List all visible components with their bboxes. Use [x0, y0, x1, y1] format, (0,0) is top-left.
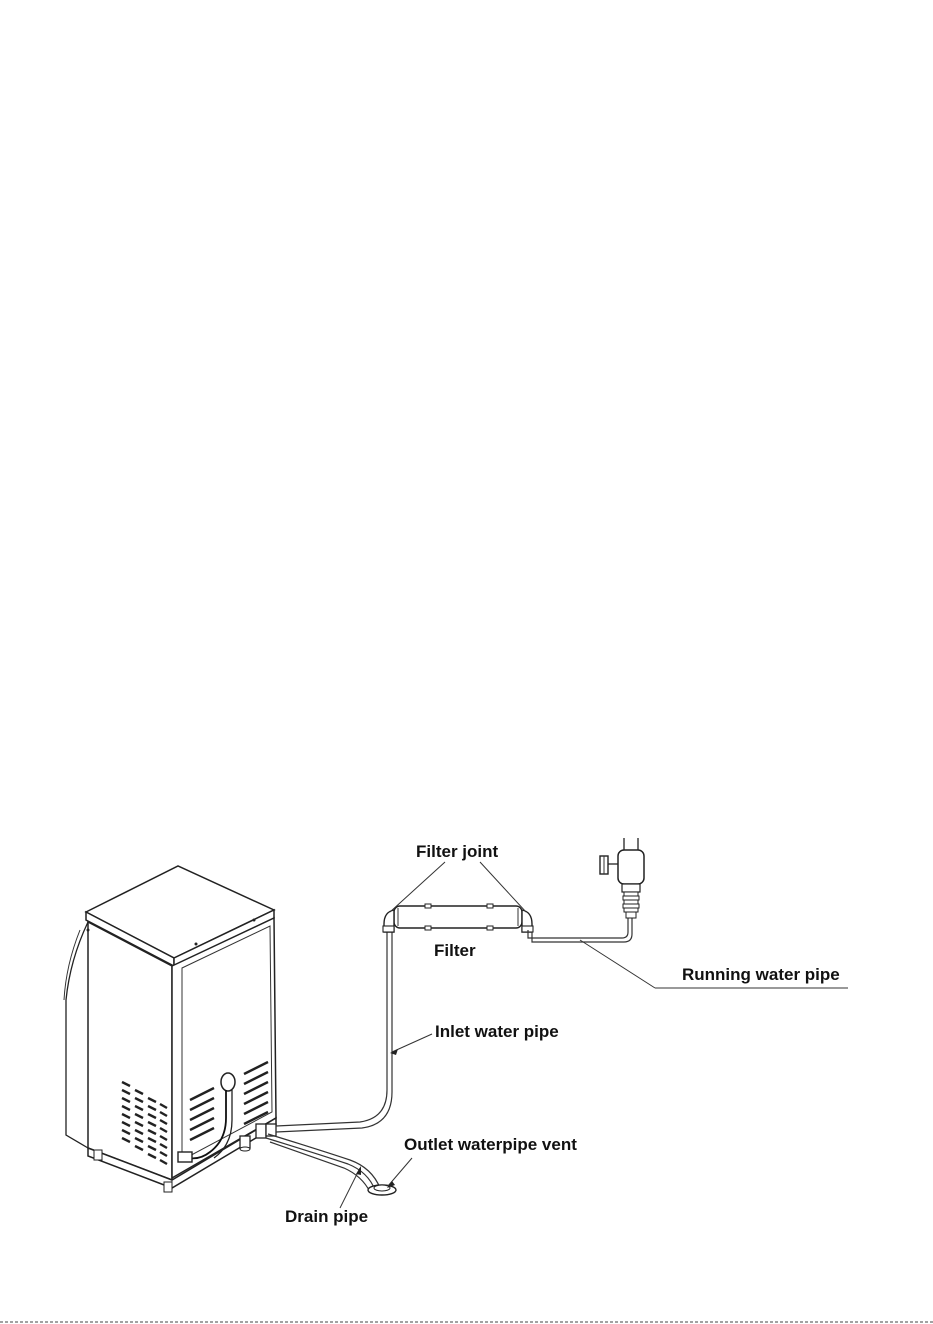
ice-maker-unit — [64, 866, 276, 1192]
filter-joint-right — [522, 910, 533, 932]
label-filter: Filter — [434, 941, 476, 960]
inlet-water-pipe — [276, 930, 392, 1132]
label-inlet-water-pipe: Inlet water pipe — [435, 1022, 559, 1041]
label-filter-joint: Filter joint — [416, 842, 499, 861]
drain-pipe — [266, 1134, 380, 1192]
label-running-water-pipe: Running water pipe — [682, 965, 840, 984]
label-drain-pipe: Drain pipe — [285, 1207, 368, 1226]
water-tap-valve — [600, 838, 644, 918]
filter-joint-left — [383, 910, 394, 932]
floor-drain-vent — [368, 1185, 396, 1195]
label-outlet-waterpipe-vent: Outlet waterpipe vent — [404, 1135, 577, 1154]
running-water-pipe — [528, 918, 632, 942]
water-filter — [394, 904, 522, 930]
